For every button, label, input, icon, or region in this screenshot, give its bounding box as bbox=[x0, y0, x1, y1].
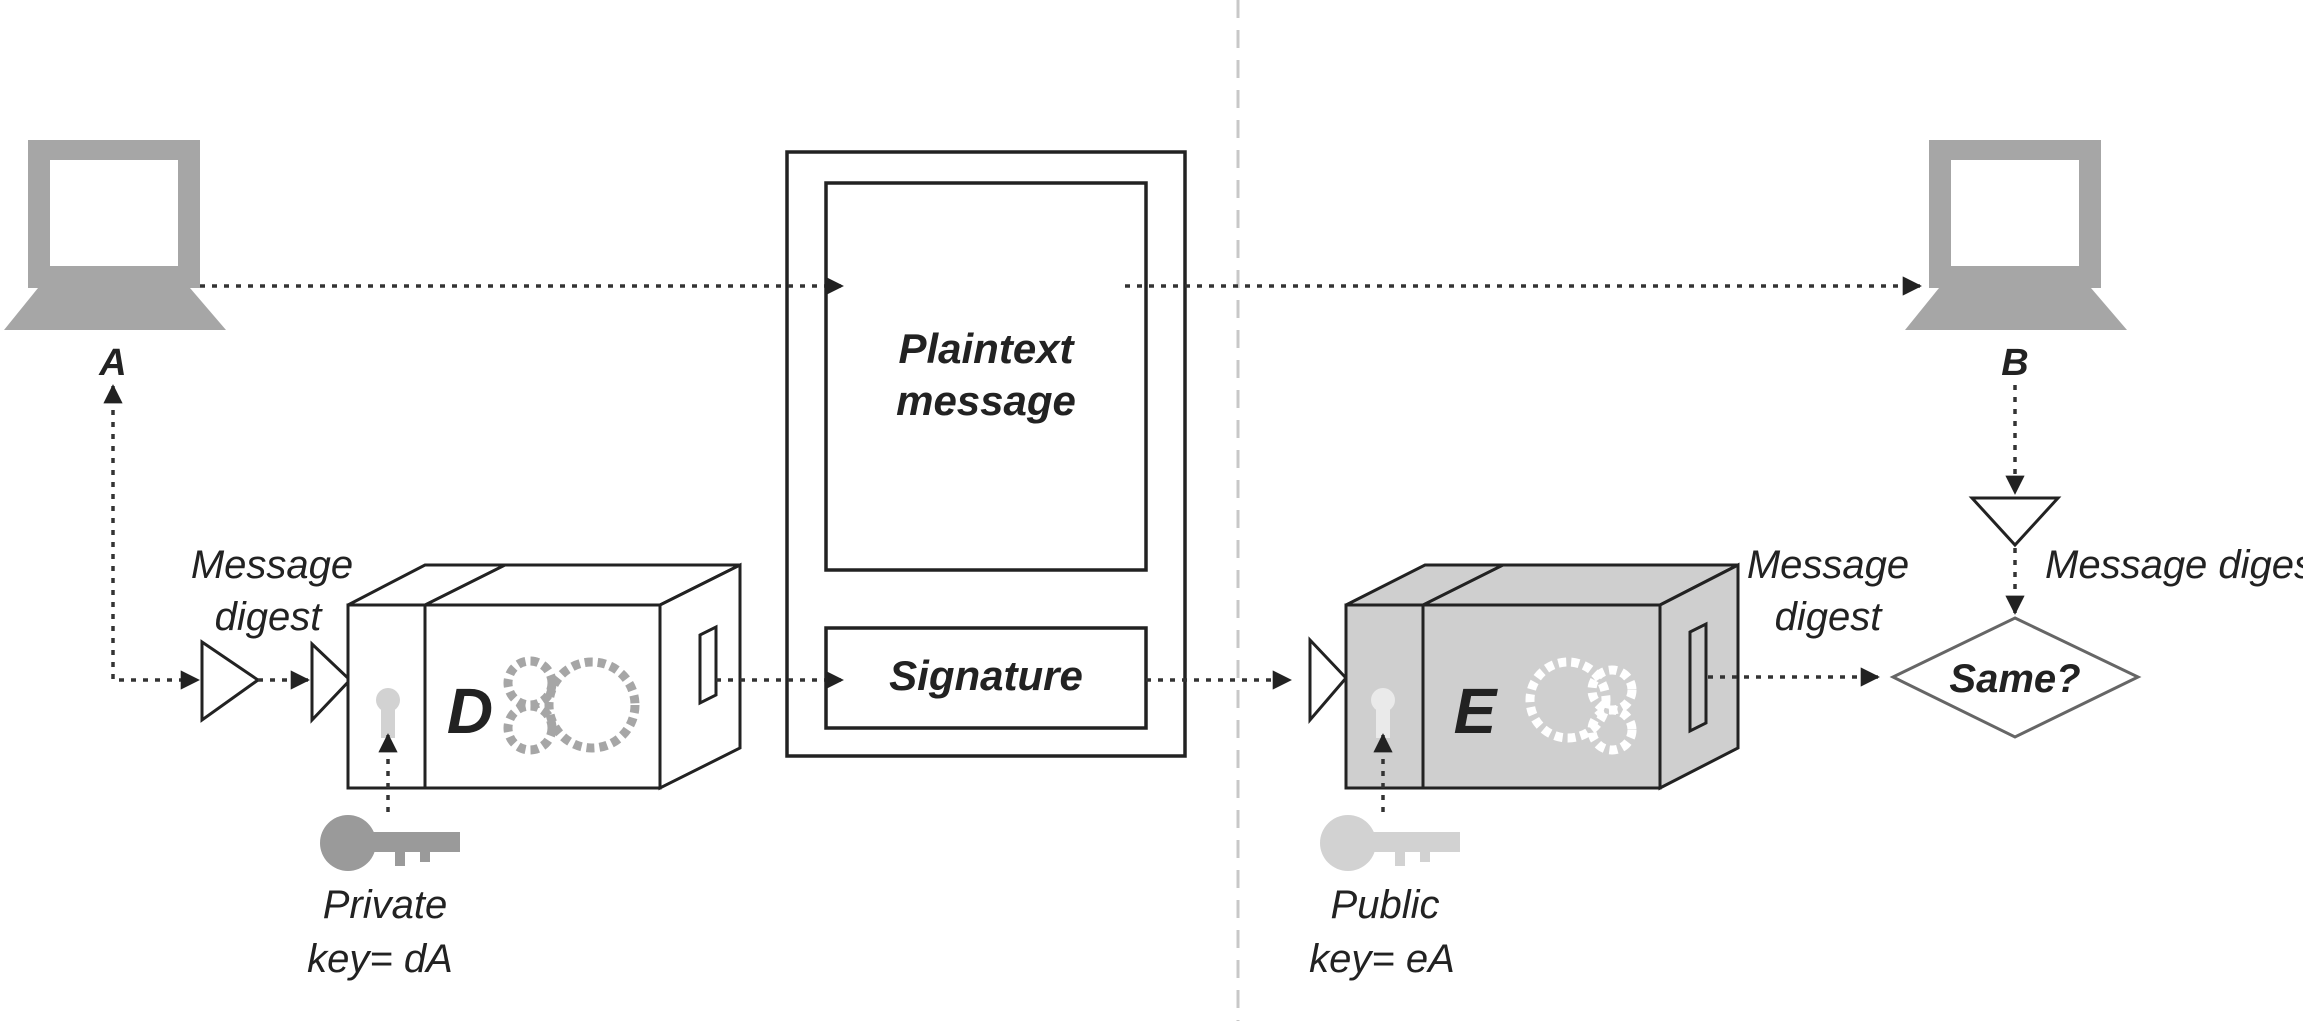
private-key-label-line2: key= dA bbox=[307, 937, 453, 981]
public-key-icon bbox=[1320, 815, 1460, 871]
lock-icon-receiver bbox=[1371, 688, 1395, 738]
sign-function-box bbox=[346, 562, 742, 791]
verify-function-letter: E bbox=[1454, 675, 1499, 747]
connector-a-down bbox=[103, 384, 200, 690]
public-key-label-line1: Public bbox=[1331, 883, 1440, 927]
sender-digest-triangle-2 bbox=[310, 640, 353, 724]
computer-a-icon bbox=[4, 140, 226, 330]
gear-icon-receiver bbox=[1525, 657, 1637, 755]
computer-b-label: B bbox=[2001, 342, 2028, 384]
public-key-label-line2: key= eA bbox=[1309, 937, 1455, 981]
message-envelope bbox=[785, 150, 1187, 758]
b-digest-label: Message digest bbox=[2045, 543, 2303, 587]
receiver-digest-label-line1: Message bbox=[1747, 543, 1909, 587]
private-key-icon bbox=[320, 815, 460, 871]
private-key-label-line1: Private bbox=[323, 883, 448, 927]
compare-diamond bbox=[1889, 616, 2142, 739]
receiver-digest-label-line2: digest bbox=[1775, 595, 1884, 639]
gear-icon bbox=[503, 656, 640, 755]
b-digest-triangle bbox=[1968, 496, 2062, 548]
computer-b-icon bbox=[1905, 140, 2127, 330]
sender-digest-label-line2: digest bbox=[215, 595, 324, 639]
plaintext-label-line1: Plaintext bbox=[898, 325, 1075, 372]
sender-digest-triangle-1 bbox=[200, 639, 261, 723]
compare-label: Same? bbox=[1949, 657, 2080, 701]
sign-function-letter: D bbox=[447, 675, 493, 747]
plaintext-label-line2: message bbox=[896, 377, 1076, 424]
computer-a-label: A bbox=[98, 342, 126, 384]
connectors bbox=[103, 276, 2025, 812]
receiver-digest-triangle bbox=[1308, 636, 1349, 725]
lock-icon bbox=[376, 688, 400, 738]
signature-label: Signature bbox=[889, 652, 1083, 699]
sender-digest-label-line1: Message bbox=[191, 543, 353, 587]
